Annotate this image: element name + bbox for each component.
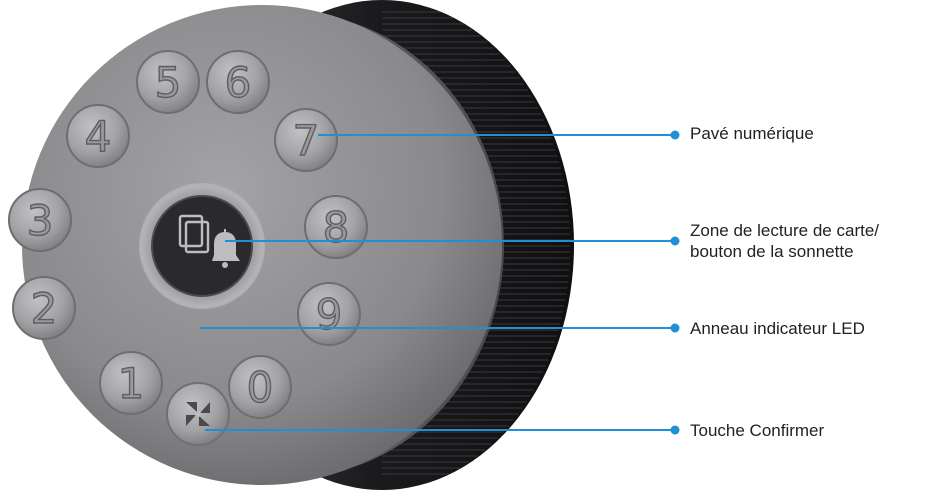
number-key-1[interactable]: 1	[99, 351, 163, 415]
card-reader-icon	[178, 214, 210, 254]
callout-lines	[200, 130, 680, 435]
number-key-0[interactable]: 0	[228, 355, 292, 419]
callout-label-card-reader-line2: bouton de la sonnette	[690, 242, 854, 261]
number-key-6[interactable]: 6	[206, 50, 270, 114]
number-key-body	[297, 282, 361, 346]
doorbell-icon	[212, 229, 240, 268]
number-key-body	[274, 108, 338, 172]
number-key-body	[228, 355, 292, 419]
number-key-label: 8	[323, 203, 350, 252]
number-key-body	[66, 104, 130, 168]
callout-label-card-reader: Zone de lecture de carte/ bouton de la s…	[690, 220, 879, 262]
number-key-label: 9	[316, 290, 343, 339]
number-key-label: 5	[155, 58, 182, 107]
number-key-4[interactable]: 4	[66, 104, 130, 168]
number-key-7[interactable]: 7	[274, 108, 338, 172]
number-key-9[interactable]: 9	[297, 282, 361, 346]
number-key-body	[99, 351, 163, 415]
number-key-label: 0	[247, 363, 274, 412]
number-key-body	[206, 50, 270, 114]
confirm-key[interactable]	[166, 382, 230, 446]
ezviz-logo-icon	[186, 402, 210, 426]
callout-dot-confirm	[670, 425, 680, 435]
number-key-body	[12, 276, 76, 340]
card-reader-zone[interactable]	[139, 183, 265, 309]
number-key-5[interactable]: 5	[136, 50, 200, 114]
number-key-label: 4	[85, 112, 112, 161]
callout-label-led-ring: Anneau indicateur LED	[690, 319, 865, 338]
callout-label-keypad: Pavé numérique	[690, 124, 814, 143]
number-key-body	[8, 188, 72, 252]
number-key-8[interactable]: 8	[304, 195, 368, 259]
number-key-3[interactable]: 3	[8, 188, 72, 252]
number-key-label: 2	[31, 284, 58, 333]
number-key-label: 7	[293, 116, 320, 165]
number-key-body	[304, 195, 368, 259]
number-key-label: 6	[225, 58, 252, 107]
number-key-2[interactable]: 2	[12, 276, 76, 340]
callout-dot-card	[670, 236, 680, 246]
callout-dot-keypad	[670, 130, 680, 140]
number-key-label: 1	[118, 359, 145, 408]
number-key-body	[136, 50, 200, 114]
callout-label-confirm-key: Touche Confirmer	[690, 421, 825, 440]
callout-label-card-reader-line1: Zone de lecture de carte/	[690, 221, 880, 240]
callout-dot-led	[670, 323, 680, 333]
number-key-label: 3	[27, 196, 54, 245]
